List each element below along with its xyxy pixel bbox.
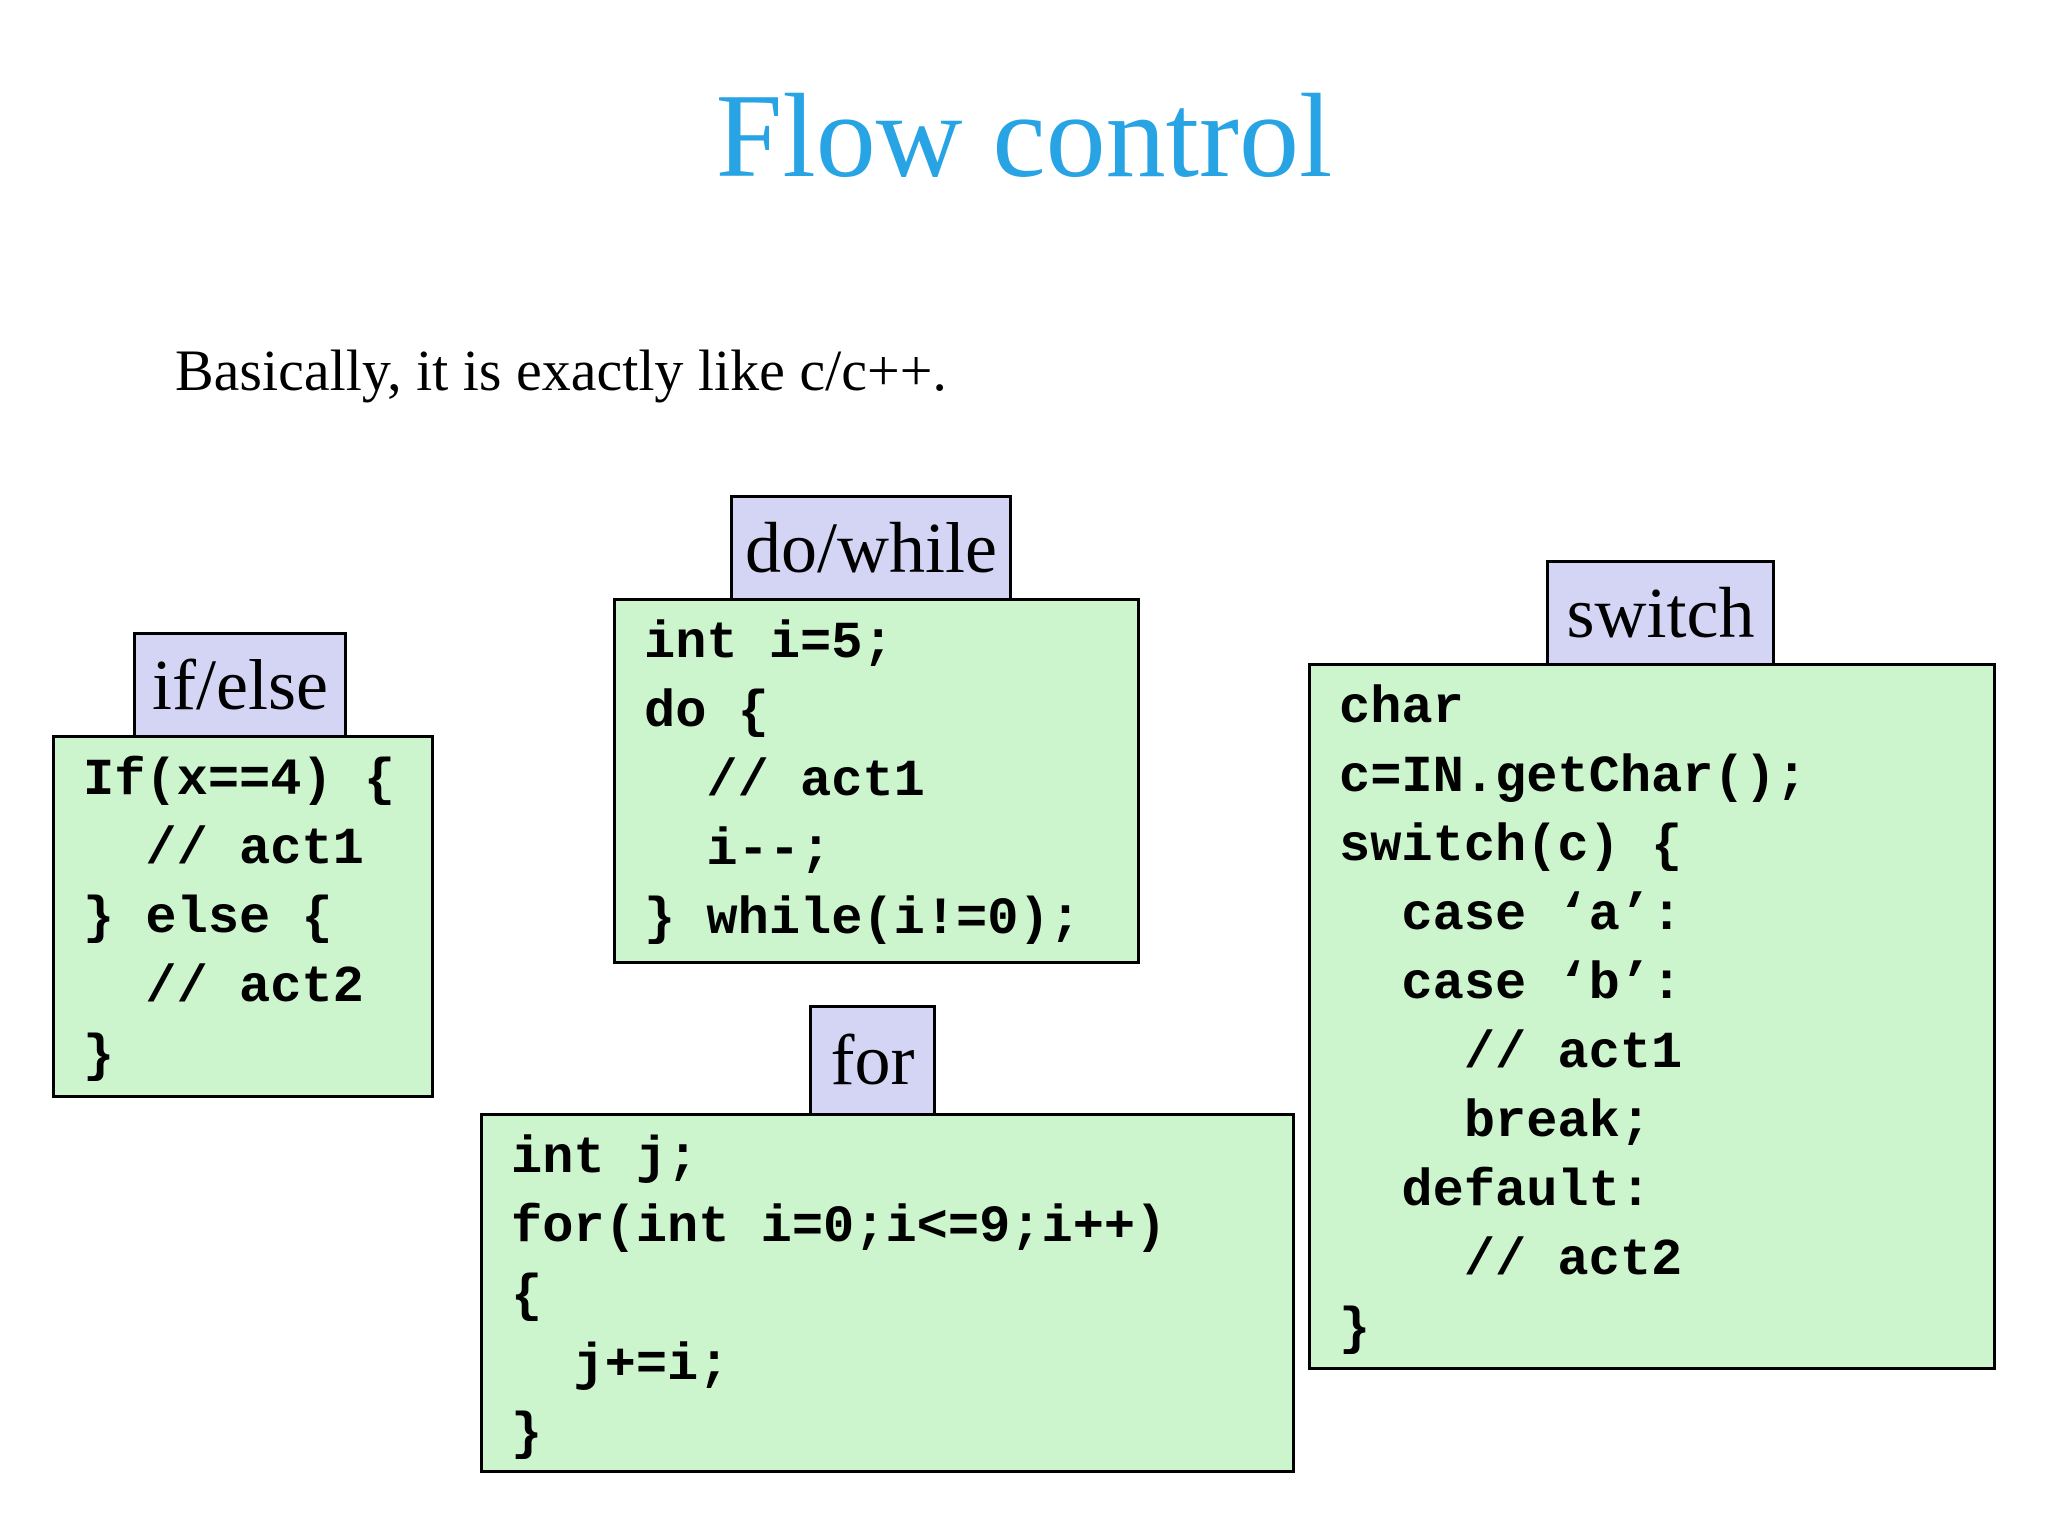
- code-for: int j; for(int i=0;i<=9;i++) { j+=i; }: [511, 1129, 1167, 1464]
- codebox-do-while: int i=5; do { // act1 i--; } while(i!=0)…: [613, 598, 1140, 964]
- codebox-switch: char c=IN.getChar(); switch(c) { case ‘a…: [1308, 663, 1996, 1370]
- code-do-while: int i=5; do { // act1 i--; } while(i!=0)…: [644, 614, 1081, 949]
- codebox-if-else: If(x==4) { // act1 } else { // act2 }: [52, 735, 434, 1098]
- label-for: for: [809, 1005, 936, 1116]
- code-if-else: If(x==4) { // act1 } else { // act2 }: [83, 751, 396, 1086]
- label-switch: switch: [1546, 560, 1775, 666]
- slide-title: Flow control: [715, 69, 1333, 202]
- label-do-while: do/while: [730, 495, 1012, 601]
- codebox-for: int j; for(int i=0;i<=9;i++) { j+=i; }: [480, 1113, 1295, 1473]
- code-switch: char c=IN.getChar(); switch(c) { case ‘a…: [1339, 679, 1808, 1359]
- label-if-else: if/else: [133, 632, 347, 738]
- slide-subtitle: Basically, it is exactly like c/c++.: [175, 338, 947, 403]
